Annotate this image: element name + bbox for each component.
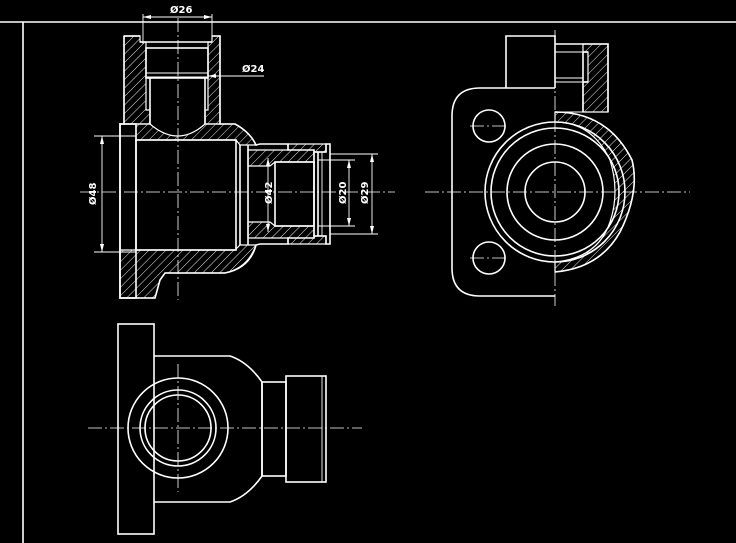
side-view (425, 30, 690, 306)
front-outline (119, 35, 331, 299)
drawing-frame (0, 21, 736, 543)
dim-d26: Ø26 (170, 4, 192, 16)
side-top-hatch (582, 43, 609, 113)
dim-d29: Ø29 (359, 182, 371, 204)
top-flange (117, 323, 155, 535)
top-nozzle (261, 381, 287, 477)
dim-d20: Ø20 (337, 182, 349, 204)
front-section-view (80, 18, 395, 300)
body-bottom-wall (119, 244, 257, 299)
dim-d42: Ø42 (263, 182, 275, 204)
dim-d24: Ø24 (242, 63, 264, 75)
top-view (88, 323, 362, 535)
dim-d48: Ø48 (87, 183, 99, 205)
front-dimensions: Ø26 Ø24 Ø48 Ø42 Ø20 Ø29 (87, 4, 378, 253)
